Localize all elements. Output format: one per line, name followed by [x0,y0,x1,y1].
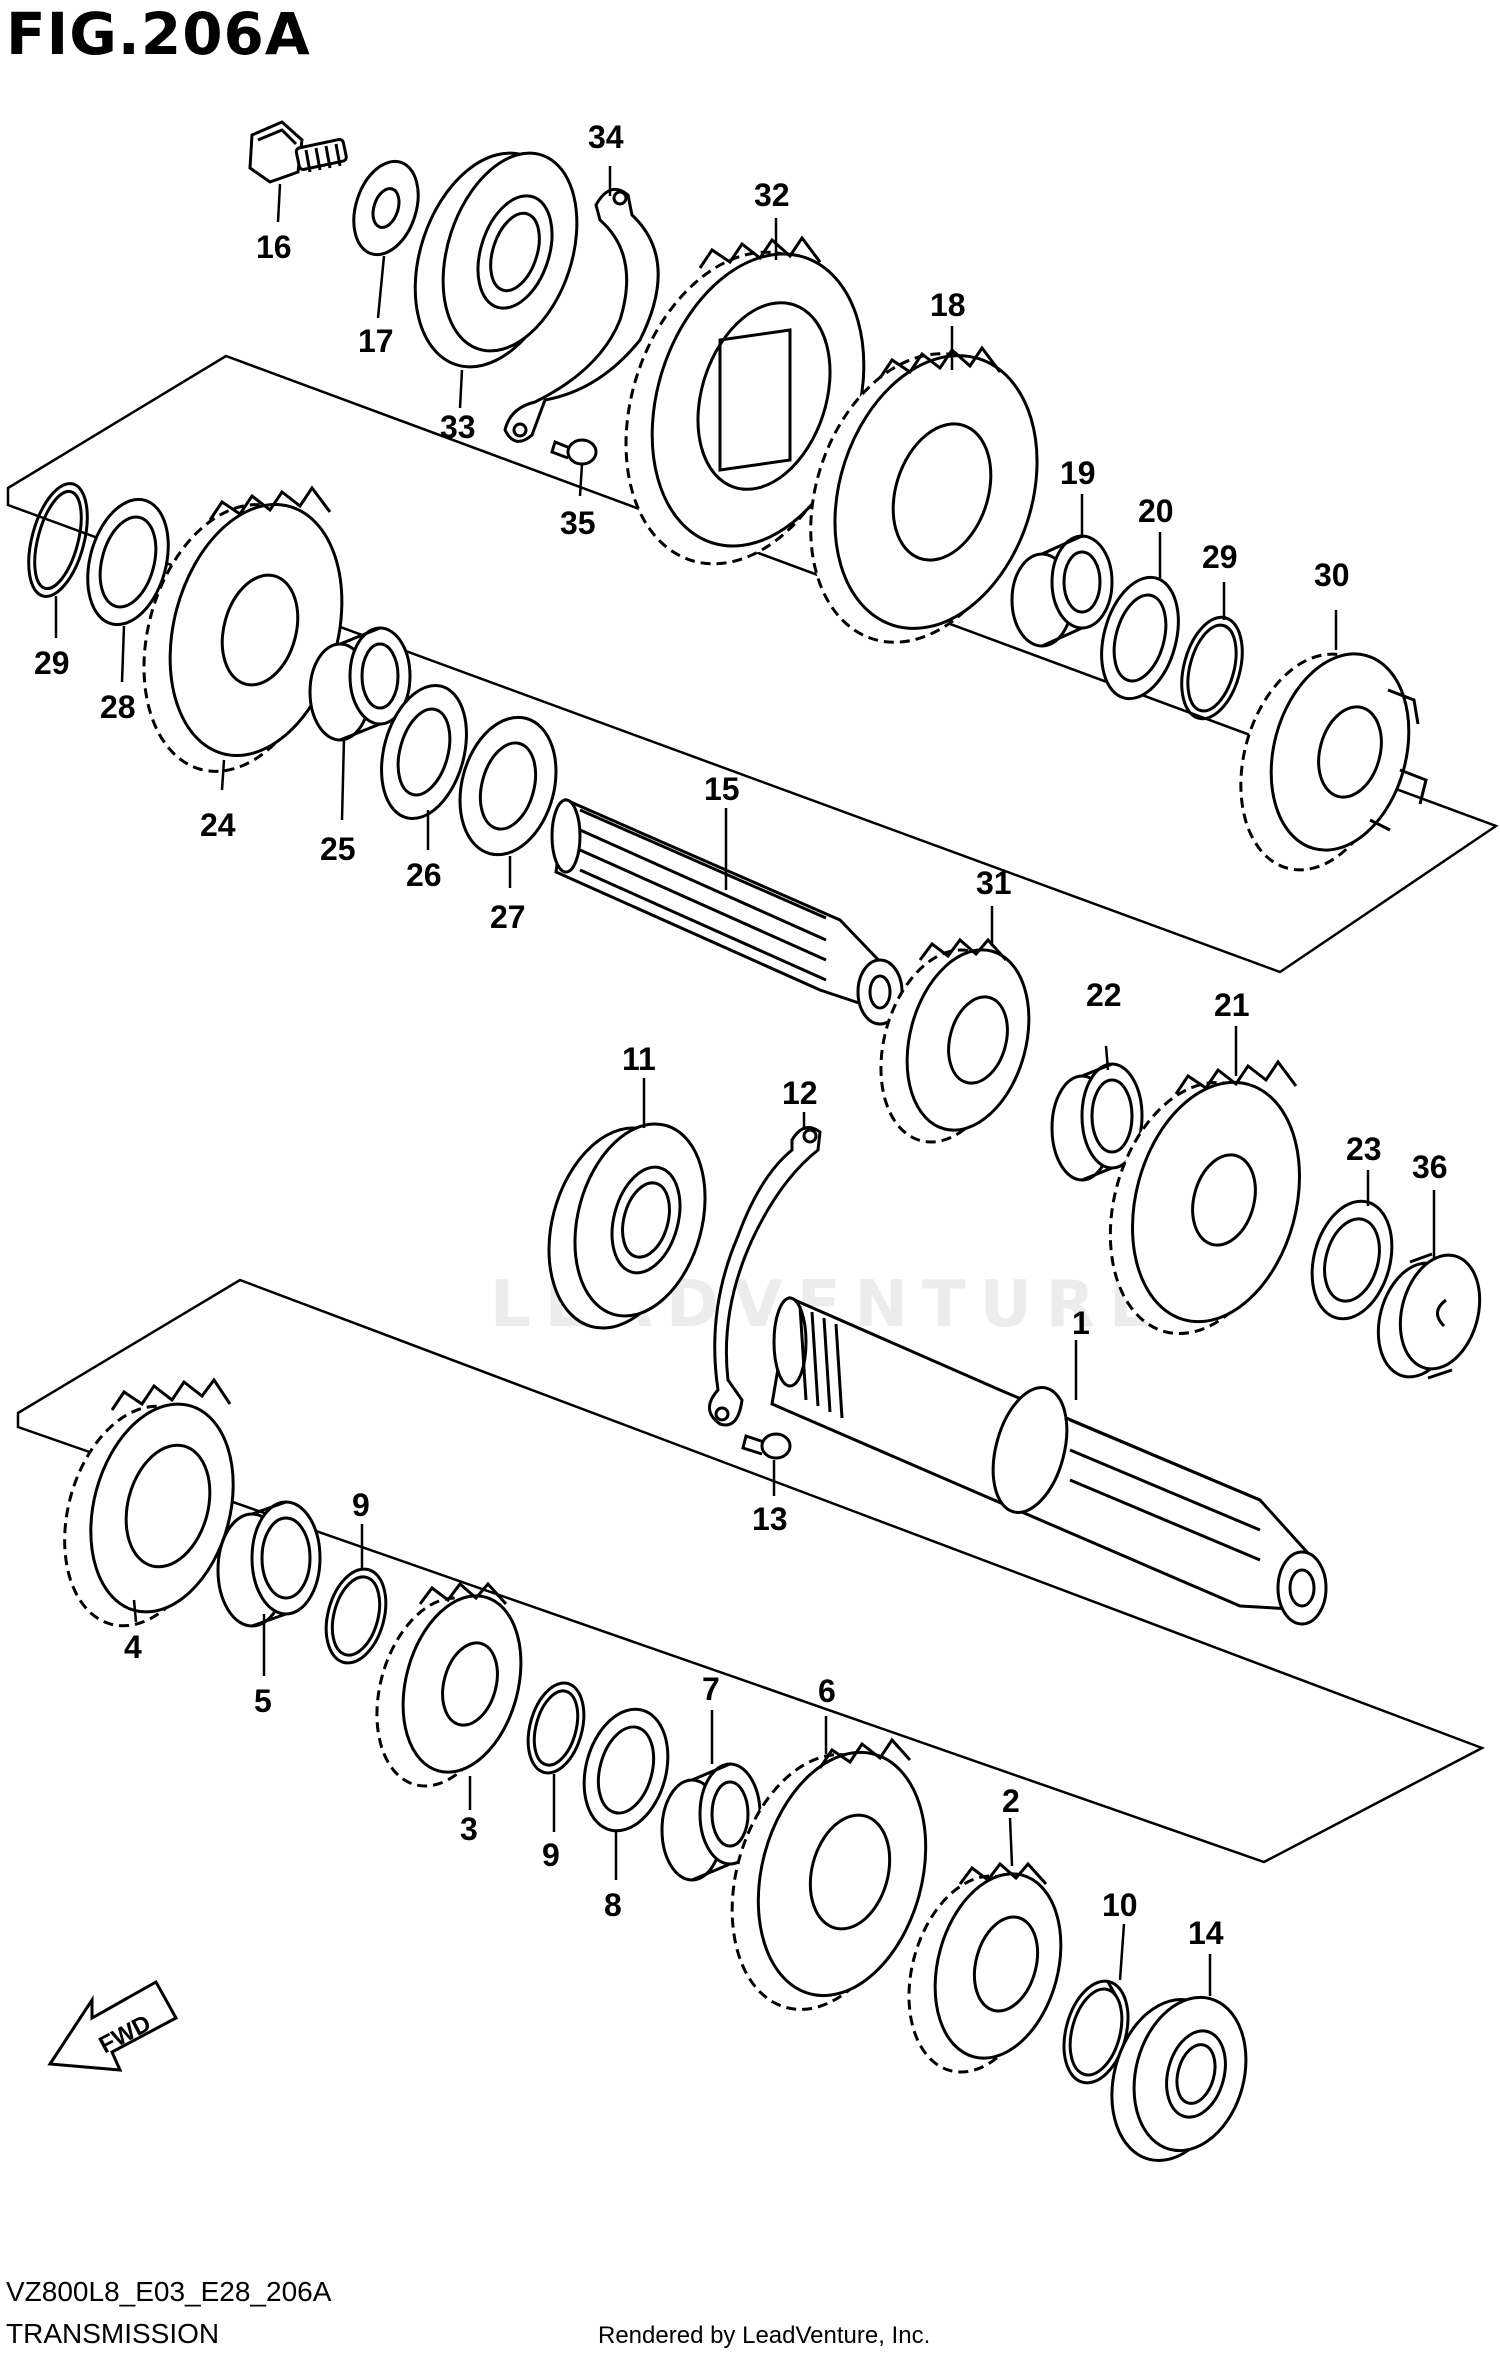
bearing-part-11 [547,1122,707,1330]
washer-part-26 [380,684,468,820]
callout-20: 20 [1138,493,1174,529]
callout-29-left: 29 [34,645,70,681]
callout-22: 22 [1086,977,1122,1013]
diagram-code: VZ800L8_E03_E28_206A [6,2276,332,2307]
callout-9-lower: 9 [542,1837,560,1873]
callout-19: 19 [1060,455,1096,491]
callout-5: 5 [254,1683,272,1719]
washer-part-27 [458,715,558,857]
callout-32: 32 [754,177,790,213]
callout-7: 7 [702,1671,720,1707]
circlip-part-29-right [1180,615,1244,721]
gear-part-3 [375,1581,523,1788]
rendered-by-footer: Rendered by LeadVenture, Inc. [598,2322,931,2349]
retainer-plate-part-12 [708,1126,822,1427]
gear-part-24 [142,485,344,773]
gear-part-6 [730,1737,928,2011]
callout-8: 8 [604,1887,622,1923]
callout-17: 17 [358,323,394,359]
callout-21: 21 [1214,987,1250,1023]
callout-25: 25 [320,831,356,867]
circlip-part-29-left [27,482,89,598]
fwd-arrow-icon: FWD [47,1979,179,2072]
washer-part-8 [582,1707,670,1833]
callout-1: 1 [1072,1305,1090,1341]
callout-16: 16 [256,229,292,265]
washer-part-28 [86,497,170,627]
washer-part-17 [352,159,420,257]
circlip-part-9-upper [324,1567,388,1665]
callout-10: 10 [1102,1887,1138,1923]
callout-29-right: 29 [1202,539,1238,575]
callout-3: 3 [460,1811,478,1847]
callout-13: 13 [752,1501,788,1537]
screw-part-35 [550,438,598,466]
callout-18: 18 [930,287,966,323]
callout-24: 24 [200,807,236,843]
gear-part-2 [907,1861,1063,2074]
callout-9-upper: 9 [352,1487,370,1523]
figure-title: FIG.206A [6,0,311,68]
bearing-part-14 [1110,1995,1248,2163]
washer-part-20 [1100,575,1180,701]
callout-35: 35 [560,505,596,541]
circlip-part-9-lower [526,1681,586,1775]
callout-2: 2 [1002,1783,1020,1819]
callout-26: 26 [406,857,442,893]
lower-assembly-outline [16,1278,1486,1864]
callout-12: 12 [782,1075,818,1111]
bearing-part-36 [1376,1252,1482,1380]
callout-31: 31 [976,865,1012,901]
gear-part-31 [879,937,1031,1144]
bushing-part-5 [216,1500,322,1628]
screw-part-13 [741,1432,792,1460]
bolt-part-16 [248,120,348,184]
callout-23: 23 [1346,1131,1382,1167]
callout-28: 28 [100,689,136,725]
callout-numbers: 1 2 3 4 5 6 7 8 9 9 10 11 12 13 14 15 16… [34,119,1448,1951]
gear-part-21 [1108,1059,1301,1336]
callout-27: 27 [490,899,526,935]
gear-part-18 [809,345,1039,644]
callout-34: 34 [588,119,624,155]
upper-assembly-outline [6,354,1499,974]
callout-14: 14 [1188,1915,1224,1951]
callout-11: 11 [622,1041,656,1077]
countershaft-part-15 [550,797,904,1026]
callout-33: 33 [440,409,476,445]
diagram-subtitle: TRANSMISSION [6,2318,220,2349]
gear-part-32 [624,235,866,566]
bushing-part-19 [1010,534,1114,648]
bearing-part-33 [413,151,579,369]
leader-lines [54,166,1436,1996]
gear-part-30 [1239,652,1428,872]
callout-6: 6 [818,1673,836,1709]
callout-36: 36 [1412,1149,1448,1185]
retainer-plate-part-34 [503,187,660,443]
callout-4: 4 [124,1629,142,1665]
callout-15: 15 [704,771,740,807]
callout-30: 30 [1314,557,1350,593]
driveshaft-part-1 [770,1295,1328,1626]
bushing-part-22 [1050,1062,1144,1182]
gear-part-4 [63,1377,235,1628]
bushing-part-25 [308,626,412,742]
